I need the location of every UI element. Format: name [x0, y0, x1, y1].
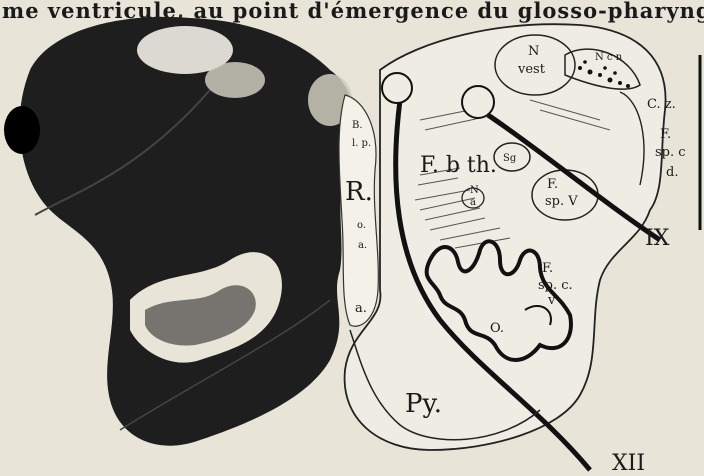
label-ix: IX: [645, 226, 670, 251]
label-fspcv-f: F.: [542, 261, 553, 276]
label-n-vest-n: N: [528, 44, 539, 59]
label-na-n: N: [470, 185, 479, 196]
label-ncn: N c n: [595, 52, 623, 63]
label-f-spcd-sp: sp. c: [655, 145, 686, 160]
label-a-lower: a.: [355, 301, 367, 316]
label-sg: Sg: [503, 153, 517, 164]
label-n-vest-vest: vest: [517, 62, 546, 77]
label-fspv-sp: sp. V: [545, 194, 578, 209]
label-oa-o: o.: [357, 220, 366, 231]
label-o: O.: [490, 321, 504, 336]
top-caption: me ventricule, au point d'émergence du g…: [2, 0, 704, 23]
label-fspcv-sp: sp. c.: [538, 278, 573, 293]
label-py: Py.: [405, 389, 442, 419]
label-bip-ip: l. p.: [352, 138, 371, 149]
label-r: R.: [345, 177, 373, 207]
label-f-spcd-d: d.: [666, 165, 678, 180]
label-xii: XII: [612, 451, 645, 476]
label-f-spcd-f: F.: [660, 127, 671, 142]
label-fbth: F. b th.: [420, 153, 497, 178]
left-shaded-lobe: [4, 17, 355, 446]
label-oa-a: a.: [358, 240, 367, 251]
label-bip-b: B.: [352, 120, 363, 131]
label-cz: C. z.: [647, 97, 676, 112]
label-na-a: a: [470, 197, 476, 208]
label-fspv-f: F.: [547, 177, 558, 192]
label-fspcv-v: v: [547, 293, 556, 308]
